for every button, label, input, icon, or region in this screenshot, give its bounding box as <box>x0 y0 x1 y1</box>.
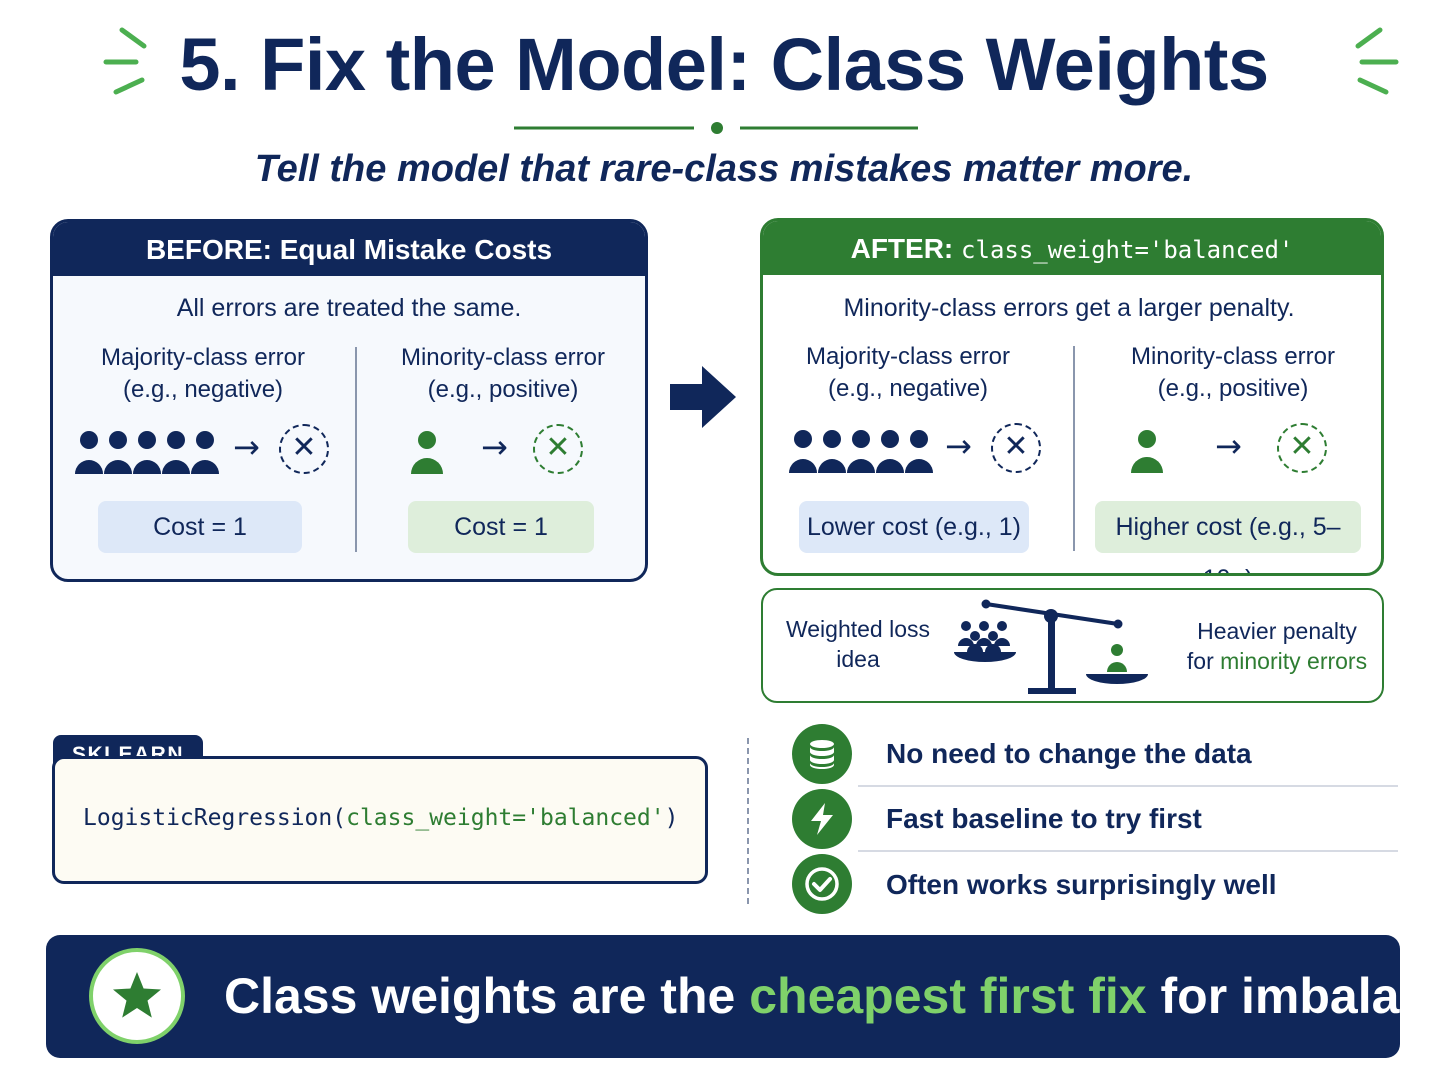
after-majority-title: Majority-class error (e.g., negative) <box>768 341 1048 405</box>
before-panel: BEFORE: Equal Mistake Costs All errors a… <box>50 219 648 582</box>
lightning-icon <box>792 789 852 849</box>
before-majority-example: (e.g., negative) <box>122 376 284 403</box>
before-minority-label: Minority-class error <box>400 344 606 371</box>
sklearn-code-box: LogisticRegression(class_weight='balance… <box>52 756 708 884</box>
before-majority-label: Majority-class error <box>100 344 306 371</box>
takeaway-banner: Class weights are the cheapest first fix… <box>46 935 1448 1058</box>
takeaway-suffix: for imbalance. <box>1160 968 1448 1024</box>
before-majority-error-icon: ✕ <box>279 424 329 474</box>
sparkle-left-icon <box>103 27 147 95</box>
code-end: ) <box>664 805 679 831</box>
benefit-no-data-change: No need to change the data <box>886 738 1252 769</box>
after-minority-title: Minority-class error (e.g., positive) <box>1093 341 1373 405</box>
penalty-highlight: minority errors <box>1220 648 1368 674</box>
after-majority-arrow-icon: → <box>945 427 972 465</box>
after-majority-example: (e.g., negative) <box>827 375 989 402</box>
before-panel-title: BEFORE: Equal Mistake Costs <box>53 222 645 276</box>
after-title-prefix: AFTER: <box>850 233 954 264</box>
benefit-works-well: Often works surprisingly well <box>886 869 1277 900</box>
after-divider <box>1073 346 1075 551</box>
code-argument: class_weight= <box>346 805 527 831</box>
after-panel-title: AFTER: class_weight='balanced' <box>763 221 1381 275</box>
after-majority-group-icon <box>789 430 933 473</box>
balance-scale-icon <box>954 599 1148 694</box>
after-minority-label: Minority-class error <box>1130 343 1336 370</box>
after-minority-example: (e.g., positive) <box>1157 375 1309 402</box>
takeaway-text: Class weights are the cheapest first fix… <box>224 967 1448 1025</box>
heavier-penalty-label: Heavier penalty for minority errors <box>1168 616 1386 676</box>
weighted-loss-label: Weighted loss idea <box>773 614 943 674</box>
sklearn-code: LogisticRegression(class_weight='balance… <box>83 805 678 831</box>
database-icon <box>792 724 852 784</box>
after-minority-error-icon: ✕ <box>1277 423 1327 473</box>
transition-arrow-icon <box>670 366 736 428</box>
after-minority-cost: Higher cost (e.g., 5–10×) <box>1095 501 1361 573</box>
minority-person-icon <box>411 431 443 474</box>
before-minority-error-icon: ✕ <box>533 424 583 474</box>
after-majority-label: Majority-class error <box>805 343 1011 370</box>
after-majority-error-icon: ✕ <box>991 423 1041 473</box>
takeaway-highlight: cheapest first fix <box>749 968 1147 1024</box>
before-minority-example: (e.g., positive) <box>427 376 579 403</box>
majority-group-icon <box>75 431 219 474</box>
after-description: Minority-class errors get a larger penal… <box>843 294 1295 322</box>
benefit-fast-baseline: Fast baseline to try first <box>886 803 1202 834</box>
title-underline <box>514 122 918 134</box>
after-minority-person-icon <box>1131 430 1163 473</box>
star-badge-icon <box>89 948 185 1044</box>
penalty-line2: for minority errors <box>1168 646 1386 676</box>
takeaway-prefix: Class weights are the <box>224 968 736 1024</box>
page-subtitle: Tell the model that rare-class mistakes … <box>254 148 1194 190</box>
benefit-divider-1 <box>858 785 1398 787</box>
before-minority-cost: Cost = 1 <box>408 501 594 553</box>
after-title-code: class_weight='balanced' <box>961 236 1294 264</box>
after-panel: AFTER: class_weight='balanced' Minority-… <box>760 218 1384 576</box>
before-description: All errors are treated the same. <box>176 294 522 322</box>
before-majority-cost: Cost = 1 <box>98 501 302 553</box>
after-minority-arrow-icon: → <box>1215 427 1242 465</box>
before-minority-arrow-icon: → <box>481 428 508 466</box>
after-majority-cost: Lower cost (e.g., 1) <box>799 501 1029 553</box>
before-majority-title: Majority-class error (e.g., negative) <box>63 342 343 406</box>
penalty-prefix: for <box>1186 648 1214 674</box>
code-function: LogisticRegression( <box>83 805 347 831</box>
penalty-line1: Heavier penalty <box>1197 618 1357 644</box>
before-majority-arrow-icon: → <box>233 428 260 466</box>
check-icon <box>792 854 852 914</box>
before-minority-title: Minority-class error (e.g., positive) <box>363 342 643 406</box>
page-title: 5. Fix the Model: Class Weights <box>179 23 1269 106</box>
code-value: 'balanced' <box>526 805 665 831</box>
weighted-loss-box: Weighted loss idea Heavier penalty for m… <box>761 588 1384 703</box>
sparkle-right-icon <box>1355 27 1399 95</box>
weighted-loss-line2: idea <box>836 646 880 672</box>
benefits-separator <box>747 738 749 904</box>
before-divider <box>355 347 357 552</box>
benefit-divider-2 <box>858 850 1398 852</box>
weighted-loss-line1: Weighted loss <box>785 616 931 642</box>
